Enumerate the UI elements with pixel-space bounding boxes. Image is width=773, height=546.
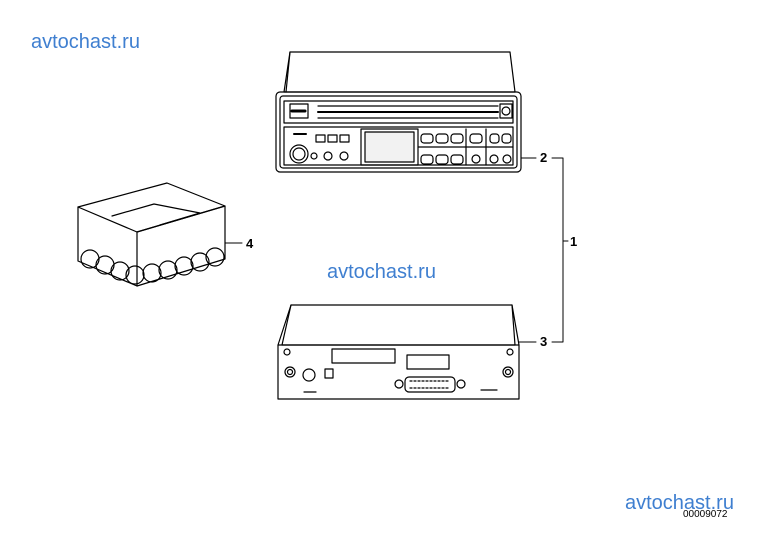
callout-1: 1 xyxy=(570,234,578,249)
callout-3: 3 xyxy=(540,334,548,349)
callout-2: 2 xyxy=(540,150,548,165)
diagram-code: 00009072 xyxy=(683,509,728,520)
leader-lines xyxy=(224,157,569,343)
amplifier-part xyxy=(277,304,520,400)
callout-4: 4 xyxy=(246,236,254,251)
watermark-center: avtochast.ru xyxy=(327,261,436,283)
head-unit-part xyxy=(275,51,522,173)
watermark-top-left: avtochast.ru xyxy=(31,31,140,53)
watermark-bottom-right: avtochast.ru xyxy=(625,492,734,514)
parts-box xyxy=(77,182,226,287)
